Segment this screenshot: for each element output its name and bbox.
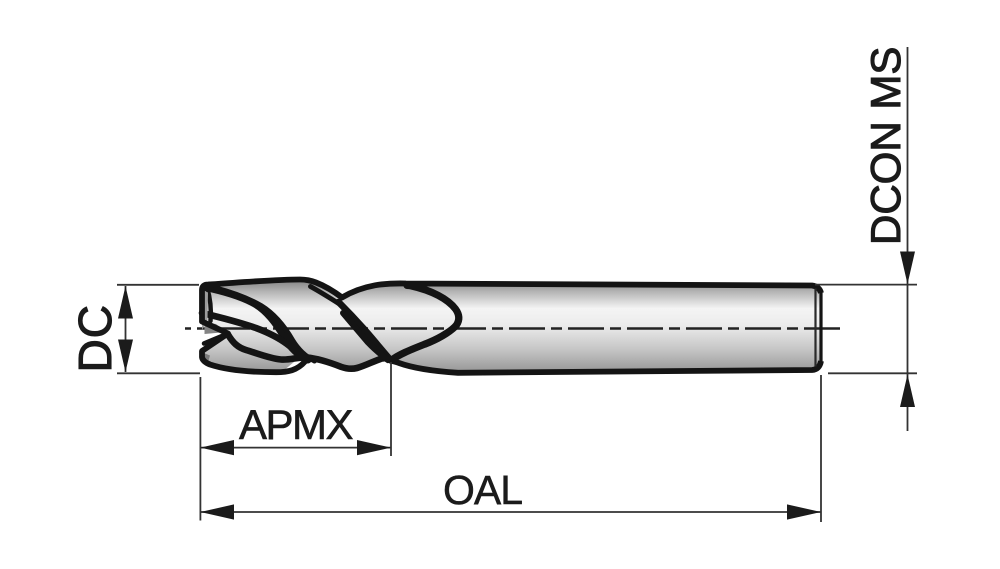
- svg-text:OAL: OAL: [443, 467, 522, 513]
- svg-text:DCON MS: DCON MS: [862, 47, 909, 245]
- svg-text:DC: DC: [69, 304, 121, 372]
- svg-text:APMX: APMX: [239, 401, 354, 448]
